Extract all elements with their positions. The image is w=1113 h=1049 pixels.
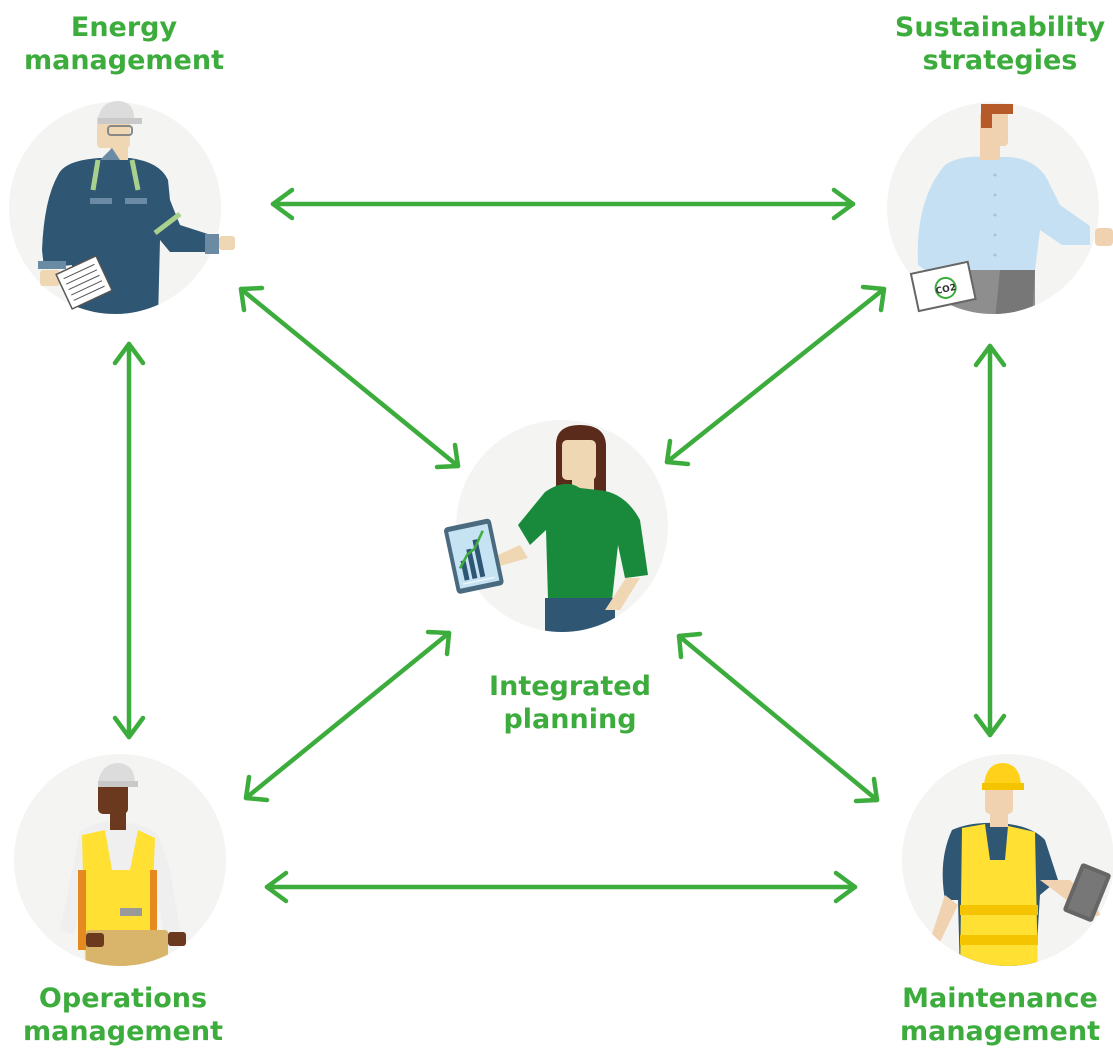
sustainability-strategies-label: Sustainability strategies	[880, 11, 1113, 77]
arrow-energy-sustainability	[270, 187, 856, 221]
integrated-label-line1: Integrated	[489, 671, 651, 702]
energy-management-label: Energy management	[4, 11, 244, 77]
energy-label-line2: management	[23, 45, 224, 76]
integrated-label-line2: planning	[503, 704, 637, 735]
maintenance-label-line2: management	[899, 1016, 1100, 1047]
operations-management-label: Operations management	[3, 982, 243, 1048]
sustainability-label-line2: strategies	[922, 45, 1078, 76]
arrow-sustainability-maintenance	[973, 343, 1007, 738]
arrow-energy-integrated	[238, 285, 461, 470]
arrow-operations-integrated	[243, 629, 452, 803]
sustainability-label-line1: Sustainability	[894, 12, 1106, 43]
co2-label: CO2	[935, 283, 957, 297]
office-worker-with-co2-laptop-icon: CO2	[909, 104, 1113, 314]
maintenance-label-line1: Maintenance	[902, 983, 1098, 1014]
energy-label-line1: Energy	[70, 12, 178, 43]
operations-label-line2: management	[22, 1016, 223, 1047]
arrow-operations-maintenance	[264, 870, 858, 904]
operations-label-line1: Operations	[38, 983, 208, 1014]
arrow-energy-operations	[112, 341, 146, 740]
technician-with-clipboard-icon	[38, 100, 235, 314]
worker-with-hardhat-and-tablet-icon	[930, 763, 1111, 966]
maintenance-management-label: Maintenance management	[880, 982, 1113, 1048]
planner-with-tablet-chart-icon	[444, 425, 648, 632]
integrated-planning-label: Integrated planning	[450, 670, 690, 736]
arrow-maintenance-integrated	[676, 631, 880, 804]
arrow-sustainability-integrated	[664, 284, 887, 467]
